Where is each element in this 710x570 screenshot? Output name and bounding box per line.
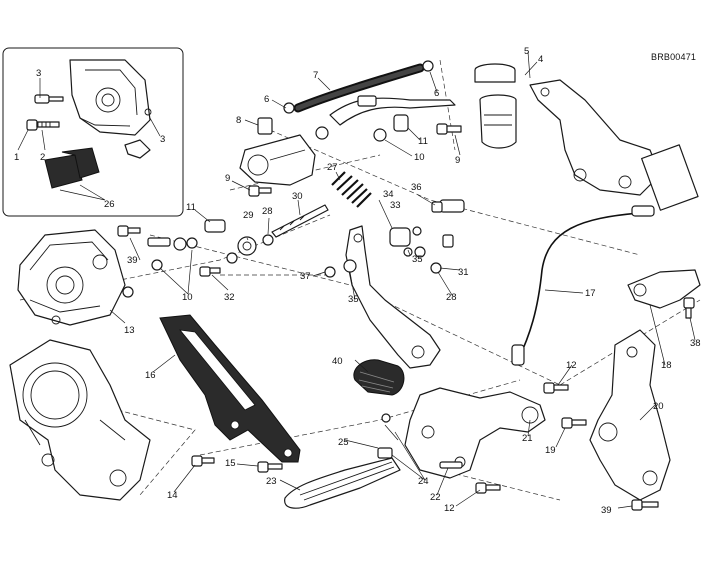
footpeg [284, 457, 401, 509]
callout-3b: 3 [160, 134, 165, 145]
callout-7: 7 [313, 70, 318, 81]
callout-4: 4 [538, 54, 543, 65]
callout-6: 6 [264, 94, 269, 105]
callout-9b: 9 [455, 155, 460, 166]
callout-17: 17 [585, 288, 596, 299]
callout-34: 34 [383, 189, 394, 200]
callout-28b: 28 [446, 292, 457, 303]
callout-23: 23 [266, 476, 277, 487]
screw-15 [257, 461, 283, 473]
callout-29: 29 [243, 210, 254, 221]
inset-caliper [69, 59, 151, 136]
return-spring [331, 171, 372, 208]
clamp-18 [627, 269, 701, 309]
rearset-plate-right [589, 329, 671, 501]
callout-10: 10 [414, 152, 425, 163]
callout-20: 20 [653, 401, 664, 412]
footpeg-bracket [404, 387, 546, 479]
callout-39b: 39 [601, 505, 612, 516]
pushrod [271, 204, 329, 238]
leader-lines [17, 51, 696, 509]
callout-labels: BRB00471 1 2 3 3 4 5 6 6 7 8 9 9 10 10 1… [14, 46, 701, 516]
inset-pin [26, 119, 60, 131]
washers-10-11 [283, 60, 434, 142]
diagram-code: BRB00471 [651, 52, 696, 62]
callout-18: 18 [661, 360, 672, 371]
callout-35b: 35 [348, 294, 359, 305]
callout-32: 32 [224, 292, 235, 303]
callout-14: 14 [167, 490, 178, 501]
callout-36: 36 [411, 182, 422, 193]
callout-40: 40 [332, 356, 343, 367]
inset-bleed-screw [34, 94, 64, 104]
footpeg-parts-22-24-25 [377, 413, 501, 494]
callout-2: 2 [40, 152, 45, 163]
pivot-hardware [237, 199, 465, 274]
callout-24: 24 [418, 476, 429, 487]
callout-19: 19 [545, 445, 556, 456]
callout-9: 9 [225, 173, 230, 184]
callout-13: 13 [124, 325, 135, 336]
callout-31: 31 [458, 267, 469, 278]
callout-3: 3 [36, 68, 41, 79]
brake-light-switch-cable [511, 205, 655, 366]
lever-pedal-40 [353, 359, 405, 396]
callout-38: 38 [690, 338, 701, 349]
callout-16: 16 [145, 370, 156, 381]
reservoir-bracket [529, 79, 699, 211]
inset-clip [124, 108, 152, 159]
rear-brake-caliper [17, 229, 134, 326]
rear-master-cylinder [239, 117, 316, 186]
callout-11b: 11 [186, 202, 196, 213]
brake-line-10 [329, 95, 456, 126]
caliper-bracket [9, 339, 151, 501]
rear-brake-lever [345, 225, 441, 369]
banjo-bolt-9 [436, 123, 462, 135]
inset-brake-pads [44, 147, 100, 189]
screw-14 [191, 455, 215, 467]
callout-15: 15 [225, 458, 236, 469]
callout-21: 21 [522, 433, 533, 444]
callout-25: 25 [338, 437, 349, 448]
callout-6b: 6 [434, 88, 439, 99]
callout-39: 39 [127, 255, 138, 266]
callout-26: 26 [104, 199, 115, 210]
callout-37: 37 [300, 271, 311, 282]
callout-30: 30 [292, 191, 303, 202]
hose-7 [293, 63, 425, 113]
fluid-reservoir [474, 63, 517, 149]
screws-19-39-12-38 [543, 297, 695, 511]
callout-35: 35 [412, 254, 423, 265]
inset-frame [2, 47, 184, 217]
caliper-fasteners [117, 185, 272, 277]
callout-12: 12 [566, 360, 577, 371]
callout-11: 11 [418, 136, 428, 147]
callout-5: 5 [524, 46, 529, 57]
callout-10b: 10 [182, 292, 193, 303]
callout-27: 27 [327, 162, 338, 173]
callout-12b: 12 [444, 503, 455, 514]
heel-guard [159, 314, 301, 463]
callout-22: 22 [430, 492, 441, 503]
callout-28: 28 [262, 206, 273, 217]
callout-8: 8 [236, 115, 241, 126]
callout-33: 33 [390, 200, 401, 211]
callout-1: 1 [14, 152, 19, 163]
